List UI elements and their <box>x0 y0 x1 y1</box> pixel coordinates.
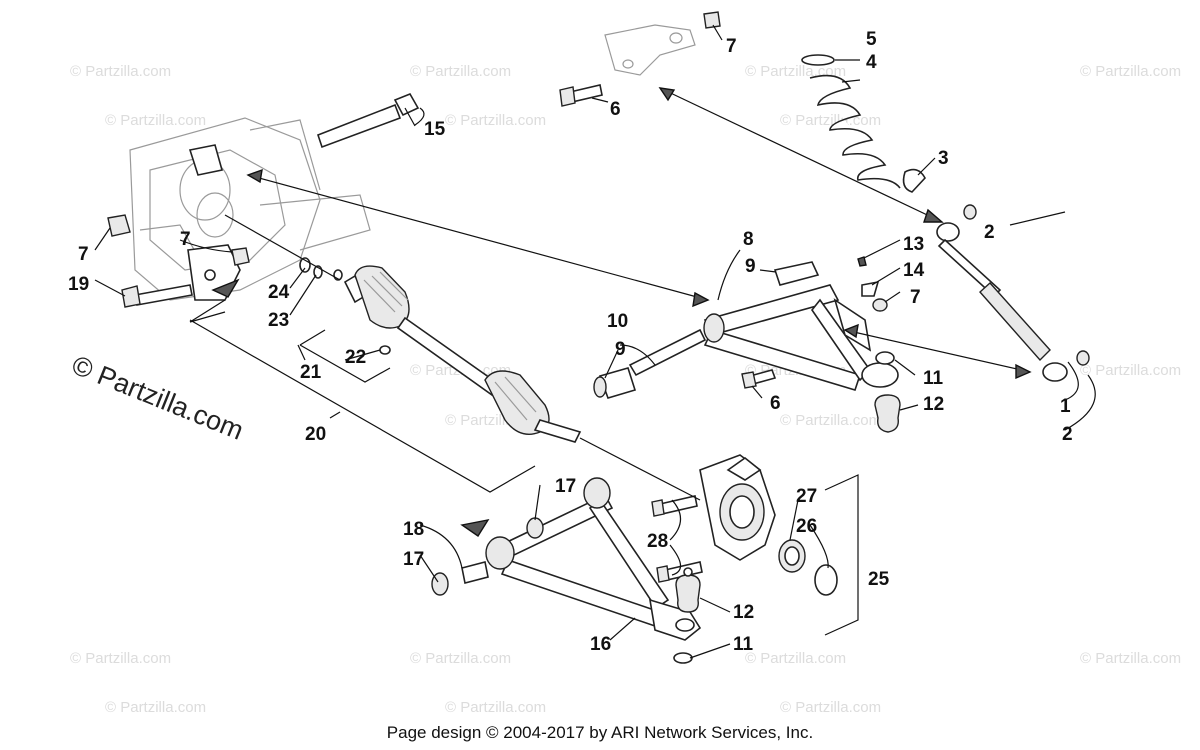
bolt-15 <box>317 92 425 149</box>
spring-4 <box>801 54 926 193</box>
callout-3: 3 <box>938 148 949 169</box>
steering-knuckle <box>699 454 838 596</box>
callout-14: 14 <box>903 260 925 281</box>
callout-10: 10 <box>607 311 628 332</box>
group-brackets <box>189 299 859 636</box>
callout-leaders <box>94 24 1096 659</box>
bolt-19 <box>121 284 193 308</box>
watermark: © Partzilla.com <box>780 699 881 716</box>
callout-13: 13 <box>903 234 924 255</box>
bolts-28 <box>651 495 703 583</box>
nut-7-left <box>107 214 250 266</box>
callout-12-lower: 12 <box>733 602 754 623</box>
callout-28: 28 <box>647 531 668 552</box>
callout-11-lower: 11 <box>733 634 754 655</box>
callout-26: 26 <box>796 516 817 537</box>
callout-7-top: 7 <box>726 36 737 57</box>
watermark: © Partzilla.com <box>445 699 546 716</box>
watermark: © Partzilla.com <box>70 63 171 80</box>
callout-6-top: 6 <box>610 99 621 120</box>
watermark: © Partzilla.com <box>780 112 881 129</box>
shock-absorber-1 <box>936 204 1090 382</box>
callout-labels: 1 2 2 3 4 5 6 6 7 7 7 7 8 9 9 10 11 11 1… <box>68 29 1073 655</box>
watermark: © Partzilla.com <box>1080 63 1181 80</box>
callout-18: 18 <box>403 519 424 540</box>
axle-shaft <box>343 265 582 443</box>
callout-20: 20 <box>305 424 326 445</box>
watermark: © Partzilla.com <box>105 112 206 129</box>
bolt-6-lower <box>741 369 777 389</box>
callout-19: 19 <box>68 274 89 295</box>
watermark: © Partzilla.com <box>445 112 546 129</box>
watermark: © Partzilla.com <box>745 650 846 667</box>
callout-4: 4 <box>866 52 877 73</box>
callout-21: 21 <box>300 362 322 383</box>
lower-a-arm-16 <box>485 477 702 641</box>
watermark: © Partzilla.com <box>780 412 881 429</box>
callout-12-upper: 12 <box>923 394 944 415</box>
callout-5: 5 <box>866 29 877 50</box>
callout-9-top: 9 <box>745 256 756 277</box>
callout-27: 27 <box>796 486 817 507</box>
ball-joint-12-lower <box>673 567 701 664</box>
bushings-17-18 <box>431 561 489 596</box>
callout-25: 25 <box>868 569 890 590</box>
callout-2: 2 <box>984 222 995 243</box>
callout-17-top: 17 <box>555 476 576 497</box>
callout-6-lower: 6 <box>770 393 781 414</box>
small-parts-upper <box>857 256 901 433</box>
callout-22: 22 <box>345 347 366 368</box>
bracket-top <box>559 11 721 107</box>
callout-9-lower: 9 <box>615 339 626 360</box>
callout-2b: 2 <box>1062 424 1073 445</box>
watermark: © Partzilla.com <box>105 699 206 716</box>
callout-7-left: 7 <box>78 244 89 265</box>
callout-23: 23 <box>268 310 289 331</box>
watermark-main: © Partzilla.com <box>68 350 248 446</box>
callout-16: 16 <box>590 634 611 655</box>
callout-11-upper: 11 <box>923 368 944 389</box>
callout-8: 8 <box>743 229 754 250</box>
footer-copyright: Page design © 2004-2017 by ARI Network S… <box>387 723 813 742</box>
bushings-9-10 <box>593 261 820 399</box>
watermark: © Partzilla.com <box>410 650 511 667</box>
callout-7-frame: 7 <box>180 229 191 250</box>
callout-17-lower: 17 <box>403 549 424 570</box>
watermark: © Partzilla.com <box>1080 362 1181 379</box>
callout-1: 1 <box>1060 396 1071 417</box>
callout-7-right: 7 <box>910 287 921 308</box>
callout-15: 15 <box>424 119 446 140</box>
callout-24: 24 <box>268 282 290 303</box>
watermark: © Partzilla.com <box>410 63 511 80</box>
assembly-lines <box>189 87 1032 537</box>
watermark: © Partzilla.com <box>1080 650 1181 667</box>
watermark: © Partzilla.com <box>70 650 171 667</box>
upper-a-arm-8 <box>703 284 899 391</box>
